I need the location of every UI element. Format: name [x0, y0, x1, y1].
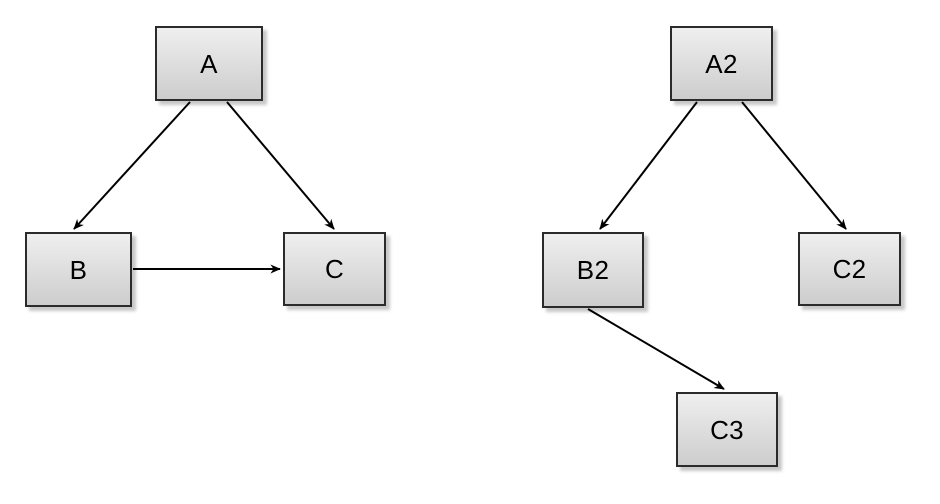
- node-label: C2: [832, 254, 867, 284]
- node-label: C3: [710, 414, 744, 445]
- node-label: C: [324, 254, 345, 284]
- node-c[interactable]: C: [283, 232, 386, 306]
- node-a[interactable]: A: [155, 26, 263, 101]
- node-c2[interactable]: C2: [798, 232, 901, 306]
- node-c3[interactable]: C3: [676, 392, 778, 467]
- node-label: B: [69, 254, 88, 285]
- node-label: A: [200, 48, 218, 79]
- node-a2[interactable]: A2: [670, 26, 773, 101]
- edge-a-to-c[interactable]: [226, 101, 335, 230]
- node-b2[interactable]: B2: [542, 232, 644, 308]
- edge-b2-to-c3[interactable]: [587, 308, 725, 390]
- edge-a-to-b[interactable]: [73, 101, 191, 230]
- node-b[interactable]: B: [25, 232, 132, 307]
- node-label: A2: [705, 48, 738, 79]
- node-label: B2: [576, 255, 610, 285]
- edge-a2-to-c2[interactable]: [741, 101, 847, 230]
- edge-a2-to-b2[interactable]: [599, 101, 698, 230]
- edges-group: [73, 101, 847, 390]
